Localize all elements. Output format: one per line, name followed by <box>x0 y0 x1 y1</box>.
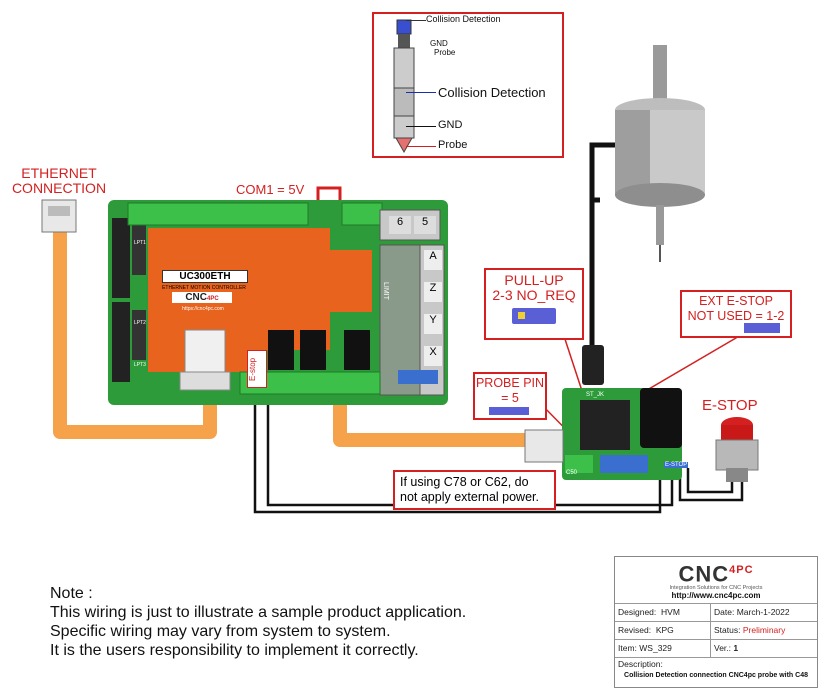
estop-wire-1 <box>253 395 662 514</box>
ver-label: Ver.: <box>714 643 732 653</box>
port-label-z: Z <box>424 282 442 302</box>
ver-value: 1 <box>733 643 739 653</box>
ext-estop-text: EXT E-STOP NOT USED = 1-2 <box>687 294 785 323</box>
estop-label: E-STOP <box>702 397 758 414</box>
status-value: Preliminary <box>742 625 786 635</box>
title-block-logo-main: CNC <box>678 561 730 587</box>
board-lpt2: LPT2 <box>134 320 146 326</box>
estop-button <box>715 417 759 482</box>
revised-value: KPG <box>655 625 674 635</box>
board-logo-sup: 4PC <box>207 296 219 302</box>
ethernet-connection-label: ETHERNET CONNECTION <box>11 165 107 196</box>
c48-estop-tag: E-STOP <box>664 462 689 468</box>
port-label-5: 5 <box>414 216 436 234</box>
board-lpt1: LPT1 <box>134 240 146 246</box>
designed-value: HVM <box>661 607 680 617</box>
description-value: Collision Detection connection CNC4pc pr… <box>624 672 808 679</box>
board-estop-tag: E-stop <box>247 350 267 388</box>
jack-label-collision-small: Collision Detection <box>426 14 501 24</box>
com1-label: COM1 = 5V <box>236 182 305 197</box>
jack-label-probe-small: Probe <box>434 48 456 57</box>
probe-device <box>615 45 705 262</box>
pullup-callout: PULL-UP 2-3 NO_REQ <box>484 268 584 340</box>
item-label: Item: <box>618 643 637 653</box>
jack-label-probe-large: Probe <box>438 139 468 151</box>
jack-label-collision-large: Collision Detection <box>438 85 546 100</box>
estop-button-wire-2 <box>686 468 734 494</box>
note-block: Note : This wiring is just to illustrate… <box>50 584 570 660</box>
board-name: UC300ETH <box>162 270 248 283</box>
item-value: WS_329 <box>639 643 672 653</box>
probe-pin-text: PROBE PIN = 5 <box>475 376 545 405</box>
uc300eth-board <box>108 200 448 405</box>
estop-button-wire-1 <box>678 468 744 502</box>
ext-estop-callout: EXT E-STOP NOT USED = 1-2 <box>680 290 792 338</box>
probe-pin-jumper-icon <box>489 407 529 415</box>
ext-estop-jumper-icon <box>744 323 780 333</box>
board-logo: CNC4PC <box>172 292 232 303</box>
port-label-y: Y <box>424 314 442 334</box>
date-label: Date: <box>714 607 735 617</box>
description-label: Description: <box>615 657 817 671</box>
title-block-url: http://www.cnc4pc.com <box>671 591 761 601</box>
c48-c50-label: C50 <box>566 470 578 476</box>
probe-pin-callout: PROBE PIN = 5 <box>473 372 547 420</box>
designed-label: Designed: <box>618 607 657 617</box>
note-line-3: It is the users responsibility to implem… <box>50 642 419 659</box>
board-lpt3: LPT3 <box>134 362 146 368</box>
port-label-6: 6 <box>389 216 411 234</box>
c48-jack-label: ST_JK <box>586 392 605 398</box>
warning-callout: If using C78 or C62, do not apply extern… <box>393 470 556 510</box>
probe-cable <box>589 142 615 203</box>
note-line-2: Specific wiring may vary from system to … <box>50 623 391 640</box>
c48-board <box>524 345 682 480</box>
date-value: March-1-2022 <box>736 607 790 617</box>
pullup-text: PULL-UP 2-3 NO_REQ <box>492 272 576 303</box>
note-line-1: This wiring is just to illustrate a samp… <box>50 604 467 621</box>
revised-label: Revised: <box>618 625 652 635</box>
board-logo-main: CNC <box>185 292 207 303</box>
title-block: CNC4PC Integration Solutions for CNC Pro… <box>614 556 818 688</box>
pullup-jumper-icon <box>512 308 556 324</box>
note-title: Note : <box>50 585 93 602</box>
title-block-logo-sup: 4PC <box>729 564 754 576</box>
jack-diagram-box: Collision Detection GND Probe Collision … <box>372 12 564 158</box>
title-block-logo: CNC4PC Integration Solutions for CNC Pro… <box>615 557 817 603</box>
board-subtitle: ETHERNET MOTION CONTROLLER <box>162 285 246 291</box>
port-label-a: A <box>424 250 442 270</box>
jack-label-gnd-large: GND <box>438 119 463 131</box>
title-block-tagline: Integration Solutions for CNC Projects <box>669 585 763 592</box>
board-url: https://cnc4pc.com <box>182 306 224 312</box>
jack-label-gnd-small: GND <box>430 39 448 48</box>
status-label: Status: <box>714 625 741 635</box>
jack-plug-illustration <box>393 19 415 154</box>
board-side-label-limit: LIMIT <box>382 282 389 300</box>
port-label-x: X <box>424 346 442 366</box>
